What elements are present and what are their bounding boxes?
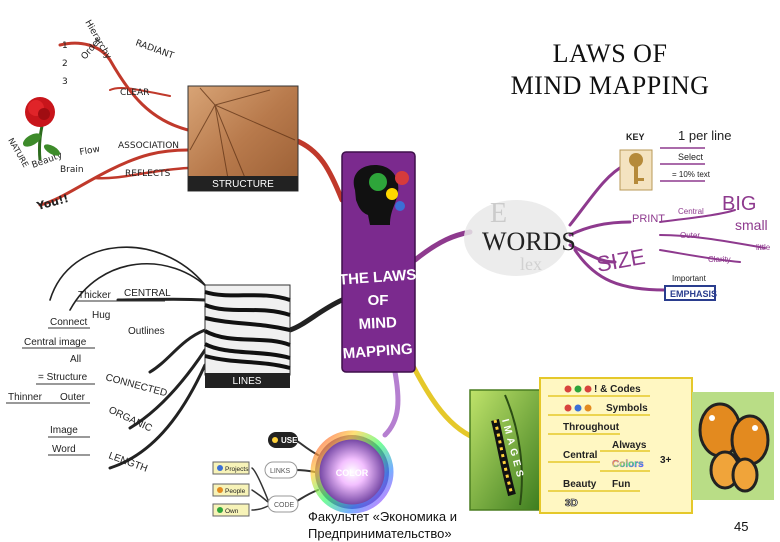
color-own: Own (225, 508, 239, 515)
lines-central-image: Central image (24, 337, 87, 348)
structure-image (188, 86, 298, 191)
images-3d: 3D (565, 498, 578, 509)
images-beauty: Beauty (563, 479, 597, 490)
center-line-2: OF (368, 292, 389, 309)
structure-number-3: 3 (62, 77, 68, 87)
structure-node: STRUCTURE (188, 86, 298, 191)
color-people: People (225, 488, 246, 495)
lines-word: Word (52, 444, 76, 455)
lines-image: Image (50, 425, 78, 436)
lines-sub-1 (118, 299, 205, 300)
central-image: THE LAWS OF MIND MAPPING (338, 152, 416, 372)
structure-clear: CLEAR (120, 88, 149, 98)
structure-flow: Flow (79, 145, 101, 158)
color-label: COLOR (336, 468, 369, 478)
words-emphasis: EMPHASIS (670, 289, 717, 299)
words-key: KEY (626, 132, 645, 142)
lines-length: LENGTH (107, 450, 149, 474)
footer-faculty-line-2: Предпринимательство» (308, 525, 508, 542)
words-sub-outer (660, 235, 765, 248)
slide-title: LAWS OF MIND MAPPING (505, 38, 715, 102)
words-important: Important (672, 274, 707, 283)
structure-number-2: 2 (62, 59, 68, 69)
lines-thinner: Thinner (8, 392, 43, 403)
lines-central: CENTRAL (124, 288, 171, 299)
rose-icon (21, 97, 62, 160)
words-print: PRINT (632, 213, 665, 225)
structure-number-1: 1 (62, 41, 68, 51)
svg-text:E: E (490, 198, 507, 229)
images-central: Central (563, 450, 598, 461)
words-central: Central (678, 207, 704, 216)
words-branch (415, 232, 470, 260)
lines-branch (290, 300, 342, 330)
color-sub-code (295, 490, 318, 502)
lines-outer: Outer (60, 392, 86, 403)
images-symbols: Symbols (606, 403, 648, 414)
lines-connect: Connect (50, 317, 87, 328)
images-colors: Colors (612, 459, 644, 470)
images-fun: Fun (612, 479, 630, 490)
structure-radiant: RADIANT (134, 38, 175, 61)
structure-label: STRUCTURE (212, 179, 274, 190)
words-one-per-line: 1 per line (678, 128, 731, 143)
color-links: LINKS (270, 468, 291, 475)
center-line-3: MIND (358, 314, 397, 333)
lines-node: LINES (205, 285, 290, 388)
words-texts: KEY 1 per line Select = 10% text PRINT S… (595, 128, 771, 300)
key-icon (620, 150, 652, 190)
color-sub-use (295, 440, 318, 455)
lines-all: All (70, 354, 81, 365)
lines-hug: Hug (92, 310, 110, 321)
words-size: SIZE (595, 244, 648, 277)
words-small: small (735, 217, 768, 233)
page-number: 45 (734, 519, 748, 534)
lines-structure: = Structure (38, 372, 88, 383)
images-codes: ! & Codes (594, 384, 641, 395)
lines-thicker: Thicker (78, 290, 111, 301)
lines-organic: ORGANIC (107, 405, 154, 435)
structure-brain: Brain (60, 165, 84, 175)
color-node: COLOR (315, 435, 389, 509)
footer-faculty-line-1: Факультет «Экономика и (308, 508, 508, 525)
color-use: USE (281, 436, 298, 445)
slide-title-line-2: MIND MAPPING (505, 70, 715, 102)
words-clarity: Clarity (708, 255, 731, 264)
words-label: WORDS (482, 227, 576, 256)
color-sub-own (252, 506, 268, 510)
lines-label: LINES (233, 376, 262, 387)
lines-outlines: Outlines (128, 326, 165, 337)
words-select: Select (678, 152, 704, 162)
color-branch (385, 372, 398, 435)
words-node: E lex WORDS (464, 198, 576, 276)
words-sub-print (570, 222, 630, 235)
words-sub-key (570, 165, 625, 225)
images-throughout: Throughout (563, 422, 620, 433)
images-always: Always (612, 440, 647, 451)
lines-connected: CONNECTED (104, 372, 168, 399)
svg-text:lex: lex (520, 254, 542, 274)
images-three-plus: 3+ (660, 455, 672, 466)
slide-title-line-1: LAWS OF (505, 38, 715, 70)
lines-arc-2 (70, 264, 210, 310)
color-projects: Projects (225, 466, 249, 473)
words-percent: = 10% text (672, 170, 711, 179)
words-outer: Outer (680, 231, 700, 240)
color-code: CODE (274, 502, 295, 509)
structure-association: ASSOCIATION (118, 141, 179, 151)
words-little: little (756, 243, 771, 252)
footer-faculty: Факультет «Экономика и Предпринимательст… (308, 508, 508, 542)
structure-you: You!! (34, 192, 70, 213)
use-icon: USE (268, 432, 298, 448)
structure-branch (295, 140, 342, 200)
words-big: BIG (722, 193, 756, 215)
structure-reflects: REFLECTS (125, 169, 171, 179)
